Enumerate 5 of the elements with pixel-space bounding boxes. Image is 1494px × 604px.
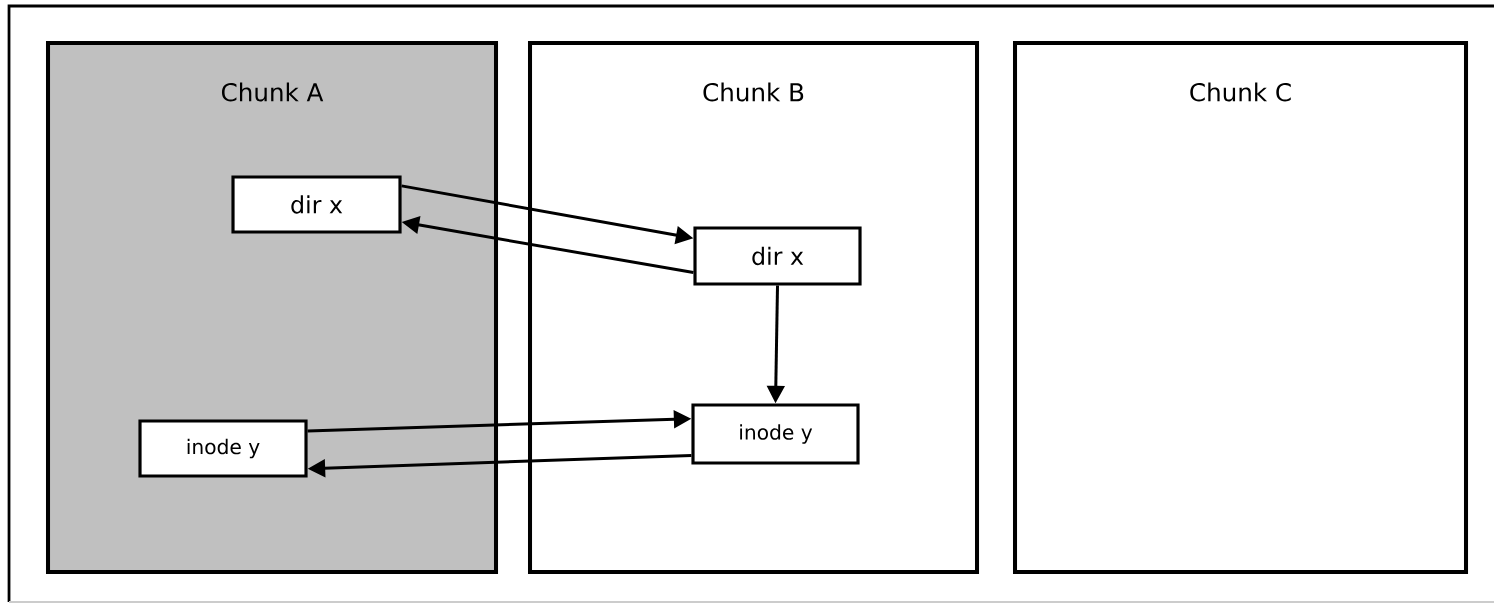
label-box: inode y — [138, 419, 308, 478]
label-box: dir x — [231, 175, 402, 234]
label-box: inode y — [691, 403, 860, 465]
label-box: dir x — [693, 226, 862, 286]
chunk-box: Chunk C — [1013, 41, 1469, 574]
